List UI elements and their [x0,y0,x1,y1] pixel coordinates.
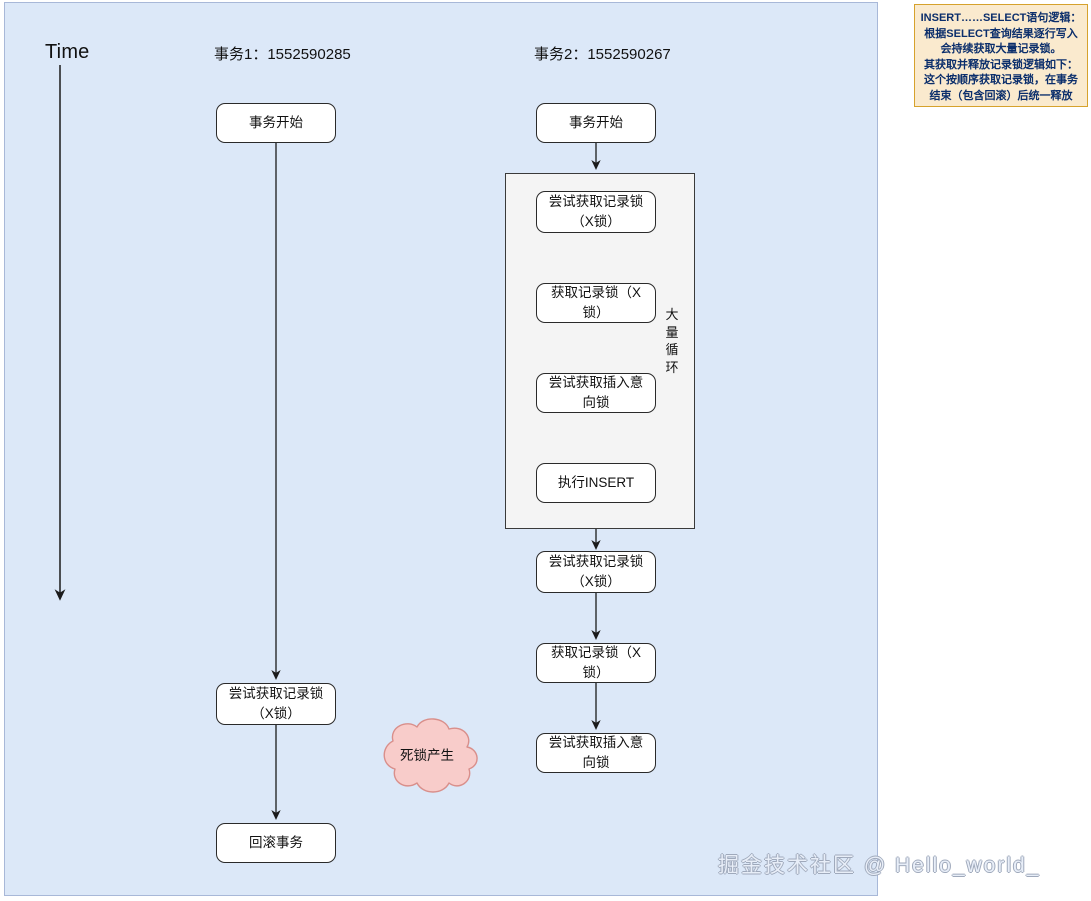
node-tx1-rollback[interactable]: 回滚事务 [216,823,336,863]
node-tx1-try-record-lock[interactable]: 尝试获取记录锁（X锁） [216,683,336,725]
lane-title-tx1: 事务1：1552590285 [214,46,351,63]
cloud-icon [383,718,478,793]
node-tx2-loop-exec-insert[interactable]: 执行INSERT [536,463,656,503]
note-line-5: 这个按顺序获取记录锁，在事务 [924,74,1078,87]
node-tx2-loop-get-record-lock[interactable]: 获取记录锁（X锁） [536,283,656,323]
note-line-3: 会持续获取大量记录锁。 [940,43,1062,56]
note-line-6: 结束（包含回滚）后统一释放 [929,90,1073,103]
node-tx2-loop-try-insert-intention[interactable]: 尝试获取插入意向锁 [536,373,656,413]
deadlock-label: 死锁产生 [400,748,454,763]
insert-select-note: INSERT……SELECT语句逻辑： 根据SELECT查询结果逐行写入 会持续… [914,4,1088,107]
node-tx2-get-record-lock[interactable]: 获取记录锁（X锁） [536,643,656,683]
lane-title-tx2: 事务2：1552590267 [534,46,671,63]
node-tx2-loop-try-record-lock[interactable]: 尝试获取记录锁（X锁） [536,191,656,233]
diagram-canvas: Time 事务1：1552590285 事务2：1552590267 大量循环 … [4,2,1038,896]
node-tx2-try-record-lock[interactable]: 尝试获取记录锁（X锁） [536,551,656,593]
watermark: 掘金技术社区 @ Hello_world_ [718,854,1041,877]
loop-label: 大量循环 [665,307,679,375]
node-tx2-try-insert-intention[interactable]: 尝试获取插入意向锁 [536,733,656,773]
time-axis-label: Time [45,41,90,63]
note-line-1: INSERT……SELECT语句逻辑： [920,12,1082,24]
note-line-4: 其获取并释放记录锁逻辑如下： [924,58,1078,71]
node-tx2-start[interactable]: 事务开始 [536,103,656,143]
deadlock-callout: 死锁产生 [367,711,487,799]
node-tx1-start[interactable]: 事务开始 [216,103,336,143]
note-line-2: 根据SELECT查询结果逐行写入 [924,27,1078,40]
